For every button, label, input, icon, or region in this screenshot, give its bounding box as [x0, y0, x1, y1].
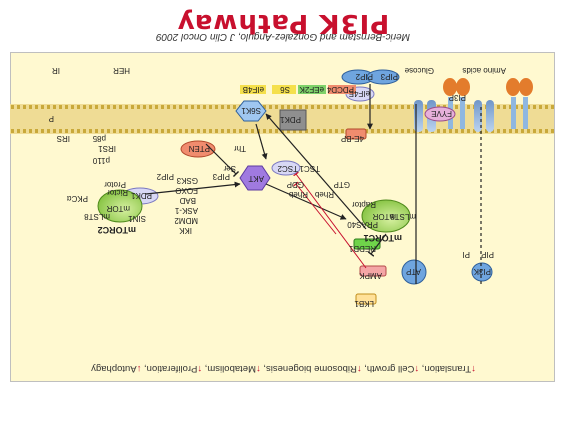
- page-title: PI3K Pathway: [176, 8, 390, 38]
- akt-label: AKT: [248, 174, 264, 183]
- pdcd4-box: [328, 85, 356, 94]
- pi3k-small-label: PI3K: [473, 267, 491, 276]
- p85-label: p85: [92, 134, 106, 143]
- mlst8-2-label: mLST8: [84, 212, 110, 221]
- receptor-ir: [506, 78, 533, 129]
- phospho-label: P: [48, 114, 54, 123]
- pdk1-membrane-label: PDK1: [280, 115, 301, 124]
- gdp-label: GDP: [286, 180, 304, 189]
- inhibition-arrows: [293, 171, 367, 269]
- lkb1-node: [355, 293, 377, 305]
- mtorc2-label: mTORC2: [97, 225, 136, 235]
- signal-arrows: [145, 84, 482, 284]
- eef2k-box: [298, 85, 326, 94]
- akt-target-bad: BAD: [179, 196, 196, 205]
- akt-target-ikk: IKK: [179, 226, 192, 235]
- irs1-label: IRS1: [98, 144, 116, 153]
- ser-label: Ser: [223, 164, 236, 173]
- pip2-low-label: PIP2: [355, 72, 373, 81]
- rheb-gdp-label: Rheb: [288, 190, 308, 199]
- s6-box: [272, 85, 296, 94]
- atp-label: ATP: [406, 267, 421, 276]
- pras40-label: PRAS40: [347, 220, 378, 229]
- amino-acids-label: Amino acids: [462, 66, 506, 75]
- s6k1-label: S6K1: [241, 106, 261, 115]
- pdk1-top-label: PDK1: [131, 191, 152, 200]
- mtor2-label: mTOR: [106, 204, 130, 213]
- tsc1-label: TSC1: [299, 164, 320, 173]
- s6-label: S6: [280, 85, 290, 94]
- akt-target-gsk3: GSK3: [176, 176, 198, 185]
- pi3p-label: PI3P: [448, 93, 466, 102]
- rheb-gtp-label: Rheb: [314, 190, 334, 199]
- pip3-low-label: PIP3: [380, 72, 398, 81]
- eef2k-label: eEF2K: [299, 85, 324, 94]
- redd1-node: [353, 238, 381, 250]
- pkca-label: PKCα: [66, 194, 88, 203]
- fyve-label: FYVE: [431, 109, 452, 118]
- mtorc2-complex: [97, 189, 143, 223]
- pip3-low: [366, 69, 400, 85]
- pdk1-membrane: [279, 109, 307, 131]
- her-label: HER: [113, 66, 130, 75]
- redd1-label: REDD1: [348, 244, 376, 253]
- pip3-mid-label: PIP3: [212, 172, 230, 181]
- fyve-node: [424, 106, 456, 122]
- protor-label: Protor: [104, 180, 126, 189]
- pdcd4-label: PDCD4: [326, 85, 354, 94]
- ir-label: IR: [52, 66, 60, 75]
- ampk-label: AMPK: [359, 271, 382, 280]
- four-ebp-node: [345, 128, 367, 140]
- akt-node: [239, 165, 271, 191]
- pi3k-small-node: [471, 262, 493, 282]
- raptor-label: Raptor: [351, 200, 376, 209]
- four-ebp-label: 4E-BP: [340, 134, 364, 143]
- mtorc1-label: mTORC1: [363, 233, 402, 243]
- sin1-label: SIN1: [128, 214, 146, 223]
- lkb1-label: LKB1: [354, 299, 374, 308]
- pip-label: PIP: [481, 250, 494, 259]
- ampk-node: [359, 265, 387, 277]
- mtorc1-complex: [361, 199, 411, 233]
- p110-label: p110: [92, 156, 110, 165]
- eif4b-box: [240, 85, 266, 94]
- pip2-mid-label: PIP2: [156, 172, 174, 181]
- tsc2-label: TSC2: [277, 164, 298, 173]
- rictor-label: Rictor: [107, 188, 128, 197]
- atp-node: [401, 259, 427, 285]
- mlst8-1-label: mLST8: [390, 212, 416, 221]
- glucose-label: Glucose: [404, 66, 434, 75]
- akt-target-foxo: FOXO: [175, 186, 198, 195]
- akt-target-mdm2: MDM2: [174, 216, 198, 225]
- irs-a-label: IRS: [56, 134, 70, 143]
- tsc-node: [271, 160, 301, 176]
- thr-label: Thr: [234, 144, 246, 153]
- amino-acid-transporter: [474, 100, 494, 132]
- eif4b-label: eIF4B: [242, 85, 264, 94]
- gtp-label: GTP: [333, 180, 350, 189]
- pi-label: PI: [462, 250, 470, 259]
- s6k1-node: [235, 100, 267, 122]
- akt-target-ask1: ASK-1: [174, 206, 198, 215]
- pten-label: PTEN: [188, 144, 210, 153]
